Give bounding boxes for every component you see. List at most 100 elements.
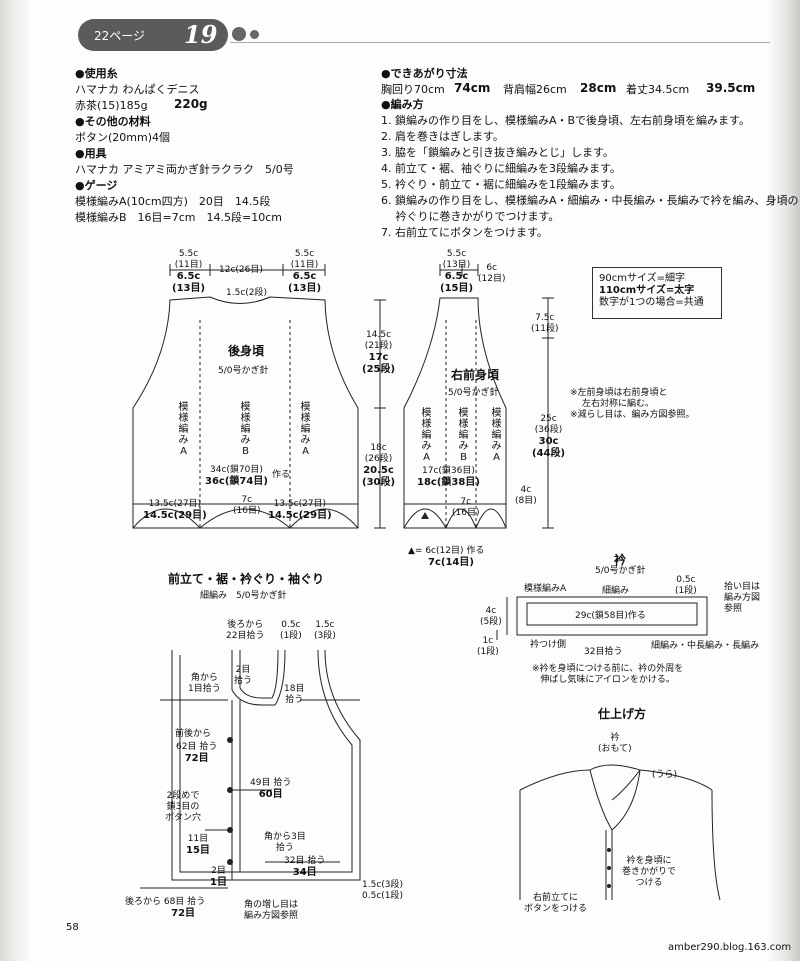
yarn-amount: 赤茶(15)185g <box>75 99 148 112</box>
back-pattern-a-left: 模様編みA <box>178 402 189 457</box>
edge-11: 11目 15目 <box>186 834 210 856</box>
finish-body-outline <box>519 769 721 901</box>
button-icon <box>227 827 233 833</box>
header-dot-large <box>232 27 246 41</box>
size-legend-common: 数字が1つの場合=共通 <box>599 297 704 308</box>
finish-button-note: 右前立てに ボタンをつける <box>524 893 588 914</box>
collar-note: ※衿を身頃につける前に、衿の外周を 伸ばし気味にアイロンをかける。 <box>532 664 684 685</box>
collar-title: 衿 <box>614 553 627 567</box>
method-step: 1. 鎖編みの作り目をし、模様編みA・Bで後身頃、左右前身頃を編みます。 <box>381 114 750 127</box>
blog-watermark: amber290.blog.163.com <box>668 942 792 953</box>
chest-size: 胸回り70cm <box>381 83 445 96</box>
chest-size-large: 74cm <box>454 81 491 95</box>
method-step: 4. 前立て・裾、袖ぐりに細編みを3段編みます。 <box>381 162 621 175</box>
edge-corner-3: 角から3目 拾う <box>264 832 306 853</box>
front-body-title: 右前身頃 <box>451 368 500 382</box>
back-neck-width: 12c(26目) <box>219 265 263 275</box>
button-icon <box>227 737 233 743</box>
back-hem-arcs <box>132 508 359 529</box>
edge-2-1: 2目 1目 <box>210 866 227 888</box>
edge-diagram-title: 前立て・裾・衿ぐり・袖ぐり <box>168 572 325 586</box>
collar-4c: 4c (5段) <box>480 606 502 627</box>
collar-pick-32: 32目拾う <box>584 647 623 657</box>
edge-increase-note: 角の増し目は 編み方図参照 <box>244 900 299 921</box>
collar-outer <box>516 596 708 636</box>
page-reference: 22ページ <box>94 29 146 43</box>
button-icon <box>227 859 233 865</box>
other-heading: ●その他の材料 <box>75 115 151 128</box>
finish-button-icon <box>607 884 611 888</box>
finish-button-icon <box>607 848 611 852</box>
collar-05: 0.5c (1段) <box>675 575 697 596</box>
back-shoulder-right: 5.5c (11目) 6.5c (13目) <box>288 249 322 294</box>
back-neck-depth: 1.5c(2段) <box>226 288 268 298</box>
method-step: 5. 衿ぐり・前立て・裾に細編みを1段編みます。 <box>381 178 621 191</box>
edge-front-back: 前後から <box>175 729 212 739</box>
collar-1c: 1c (1段) <box>477 636 499 657</box>
edge-49-pick: 49目 拾う 60目 <box>250 778 292 800</box>
collar-pick-note: 拾い目は 編み方図 参照 <box>724 582 761 614</box>
edge-buttonhole: 2段めで 鎖3目の ボタン穴 <box>165 791 202 823</box>
side-length: 18c (26段) 20.5c (30段) <box>362 443 396 488</box>
triangle-mark-icon <box>421 512 429 519</box>
method-step: 2. 肩を巻きはぎします。 <box>381 130 504 143</box>
collar-inner <box>526 602 698 626</box>
armhole-depth: 14.5c (21段) 17c (25段) <box>362 330 396 375</box>
back-body-title: 後身頃 <box>228 344 265 358</box>
finish-title: 仕上げ方 <box>598 707 647 721</box>
back-chain: 34c(鎖70目) 36c(鎖74目) <box>205 465 268 487</box>
front-pattern-a-left: 模様編みA <box>421 408 432 463</box>
size-legend-thin: 90cmサイズ=細字 <box>599 273 686 284</box>
collar-pattern-a: 模様編みA <box>524 584 567 594</box>
back-shoulder-left: 5.5c (11目) 6.5c (13目) <box>172 249 206 294</box>
front-band <box>231 649 286 706</box>
other-item: ボタン(20mm)4個 <box>75 131 171 144</box>
finished-heading: ●できあがり寸法 <box>381 67 468 80</box>
collar-chain: 29c(鎖58目)作る <box>575 611 646 621</box>
length-size: 着丈34.5cm <box>626 83 690 96</box>
front-pattern-b: 模様編みB <box>458 408 469 463</box>
finish-collar <box>589 769 641 900</box>
triangle-note: ▲= 6c(12目) 作る 7c(14目) <box>408 546 485 568</box>
header-dot-small <box>250 30 259 39</box>
gauge-a: 模様編みA(10cm四方) 20目 14.5段 <box>75 195 271 208</box>
front-hem-arcs <box>403 508 507 529</box>
front-pattern-a-right: 模様編みA <box>491 408 502 463</box>
collar-hook: 5/0号かぎ針 <box>595 566 646 576</box>
edge-05: 0.5c (1段) <box>280 620 302 641</box>
method-step: 6. 鎖編みの作り目をし、模様編みA・細編み・中長編み・長編みで衿を編み、身頃の <box>381 194 799 207</box>
back-hem-left: 13.5c(27目) 14.5c(29目) <box>143 499 207 521</box>
back-hem-center: 7c (16目) <box>233 495 261 516</box>
front-note: ※左前身頃は右前身頃と 左右対称に編む。 ※減らし目は、編み方図参照。 <box>570 388 695 420</box>
edge-15: 1.5c (3段) <box>314 620 336 641</box>
yarn-amount-large: 220g <box>174 97 208 111</box>
back-pattern-b: 模様編みB <box>240 402 251 457</box>
edge-2-pick: 2目 拾う <box>234 665 253 686</box>
page-number: 58 <box>66 922 79 933</box>
edge-32-pick: 32目 拾う 34目 <box>284 856 326 878</box>
button-icon <box>227 787 233 793</box>
front-chain: 17c(鎖36目) 18c(鎖38目) <box>417 466 480 488</box>
back-hem-right: 13.5c(27目) 14.5c(29目) <box>268 499 332 521</box>
edge-68-pick: 後ろから 68目 拾う 72目 <box>125 897 206 919</box>
collar-sc: 細編み <box>602 586 630 596</box>
edge-from-back-22: 後ろから 22目拾う <box>226 620 265 641</box>
front-neck-depth: 7.5c (11段) <box>531 313 559 334</box>
finish-back-side: (うら) <box>652 770 678 780</box>
method-step: 7. 右前立てにボタンをつけます。 <box>381 226 548 239</box>
edge-62-pick: 62目 拾う 72目 <box>176 742 218 764</box>
header-rule <box>230 42 770 43</box>
edge-18-pick: 18目 拾う <box>284 684 305 705</box>
front-band-inner <box>239 649 279 699</box>
edge-diagram-subtitle: 細編み 5/0号かぎ針 <box>200 591 287 601</box>
collar-attach-side: 衿つけ側 <box>530 640 567 650</box>
front-shoulder: 5.5c (13目) 6.5c (15目) <box>440 249 474 294</box>
front-neck-width: 6c (12目) <box>478 263 506 284</box>
back-body-hook: 5/0号かぎ針 <box>218 366 269 376</box>
edge-corner-1: 角から 1目拾う <box>188 673 221 694</box>
front-edge: 4c (8目) <box>515 485 537 506</box>
finish-button-icon <box>607 866 611 870</box>
method-step: 3. 脇を「鎖編みと引き抜き編みとじ」します。 <box>381 146 614 159</box>
back-pattern-a-right: 模様編みA <box>300 402 311 457</box>
